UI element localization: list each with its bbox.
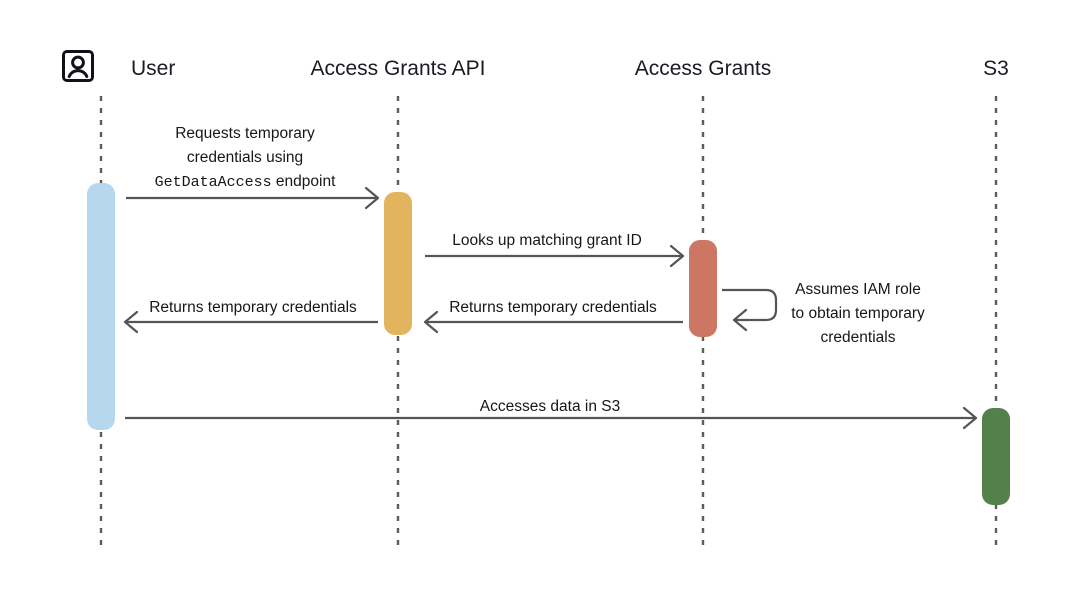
- arrowhead-right-lookup-grant: [669, 244, 685, 268]
- message-label-return-credentials-inner: Returns temporary credentials: [449, 299, 657, 316]
- message-return-credentials-outer: Returns temporary credentials: [123, 299, 378, 334]
- lifeline-label-s3: S3: [983, 57, 1009, 80]
- activation-bar-access-grants-api: [384, 192, 412, 335]
- lifeline-label-user: User: [131, 57, 175, 80]
- message-label-lookup-grant: Looks up matching grant ID: [452, 232, 642, 249]
- arrowhead-right-request-credentials: [364, 186, 380, 210]
- lifeline-label-access-grants-api: Access Grants API: [310, 57, 485, 80]
- arrowhead-left-return-credentials-inner: [423, 310, 439, 334]
- message-label-line-1: Requests temporary: [175, 125, 315, 142]
- arrowhead-right-access-data: [962, 406, 978, 430]
- self-message-label-line-2: to obtain temporary: [791, 305, 925, 322]
- self-message-label-line-3: credentials: [821, 329, 896, 346]
- lifeline-label-access-grants: Access Grants: [635, 57, 772, 80]
- self-message-loop-path: [722, 288, 778, 322]
- message-lookup-grant: Looks up matching grant ID: [425, 232, 685, 268]
- activation-bar-access-grants: [689, 240, 717, 337]
- lifeline-header-user: User: [62, 50, 175, 82]
- message-label-line-3: GetDataAccess endpoint: [155, 173, 337, 191]
- message-request-credentials: Requests temporary credentials using Get…: [126, 125, 380, 210]
- activation-bar-s3: [982, 408, 1010, 505]
- arrowhead-left-assume-iam-role: [732, 308, 748, 332]
- message-label-access-data: Accesses data in S3: [480, 398, 620, 415]
- message-label-line-2: credentials using: [187, 149, 303, 166]
- self-message-assume-iam-role: Assumes IAM role to obtain temporary cre…: [722, 281, 925, 346]
- message-label-mono-getdataaccess: GetDataAccess: [155, 174, 272, 191]
- message-access-data: Accesses data in S3: [125, 398, 978, 430]
- self-message-label-line-1: Assumes IAM role: [795, 281, 921, 298]
- message-label-return-credentials-outer: Returns temporary credentials: [149, 299, 357, 316]
- message-label-plain-endpoint: endpoint: [272, 173, 336, 190]
- arrowhead-left-return-credentials-outer: [123, 310, 139, 334]
- user-avatar-icon: [62, 50, 94, 82]
- activation-bar-user: [87, 183, 115, 430]
- message-return-credentials-inner: Returns temporary credentials: [423, 299, 683, 334]
